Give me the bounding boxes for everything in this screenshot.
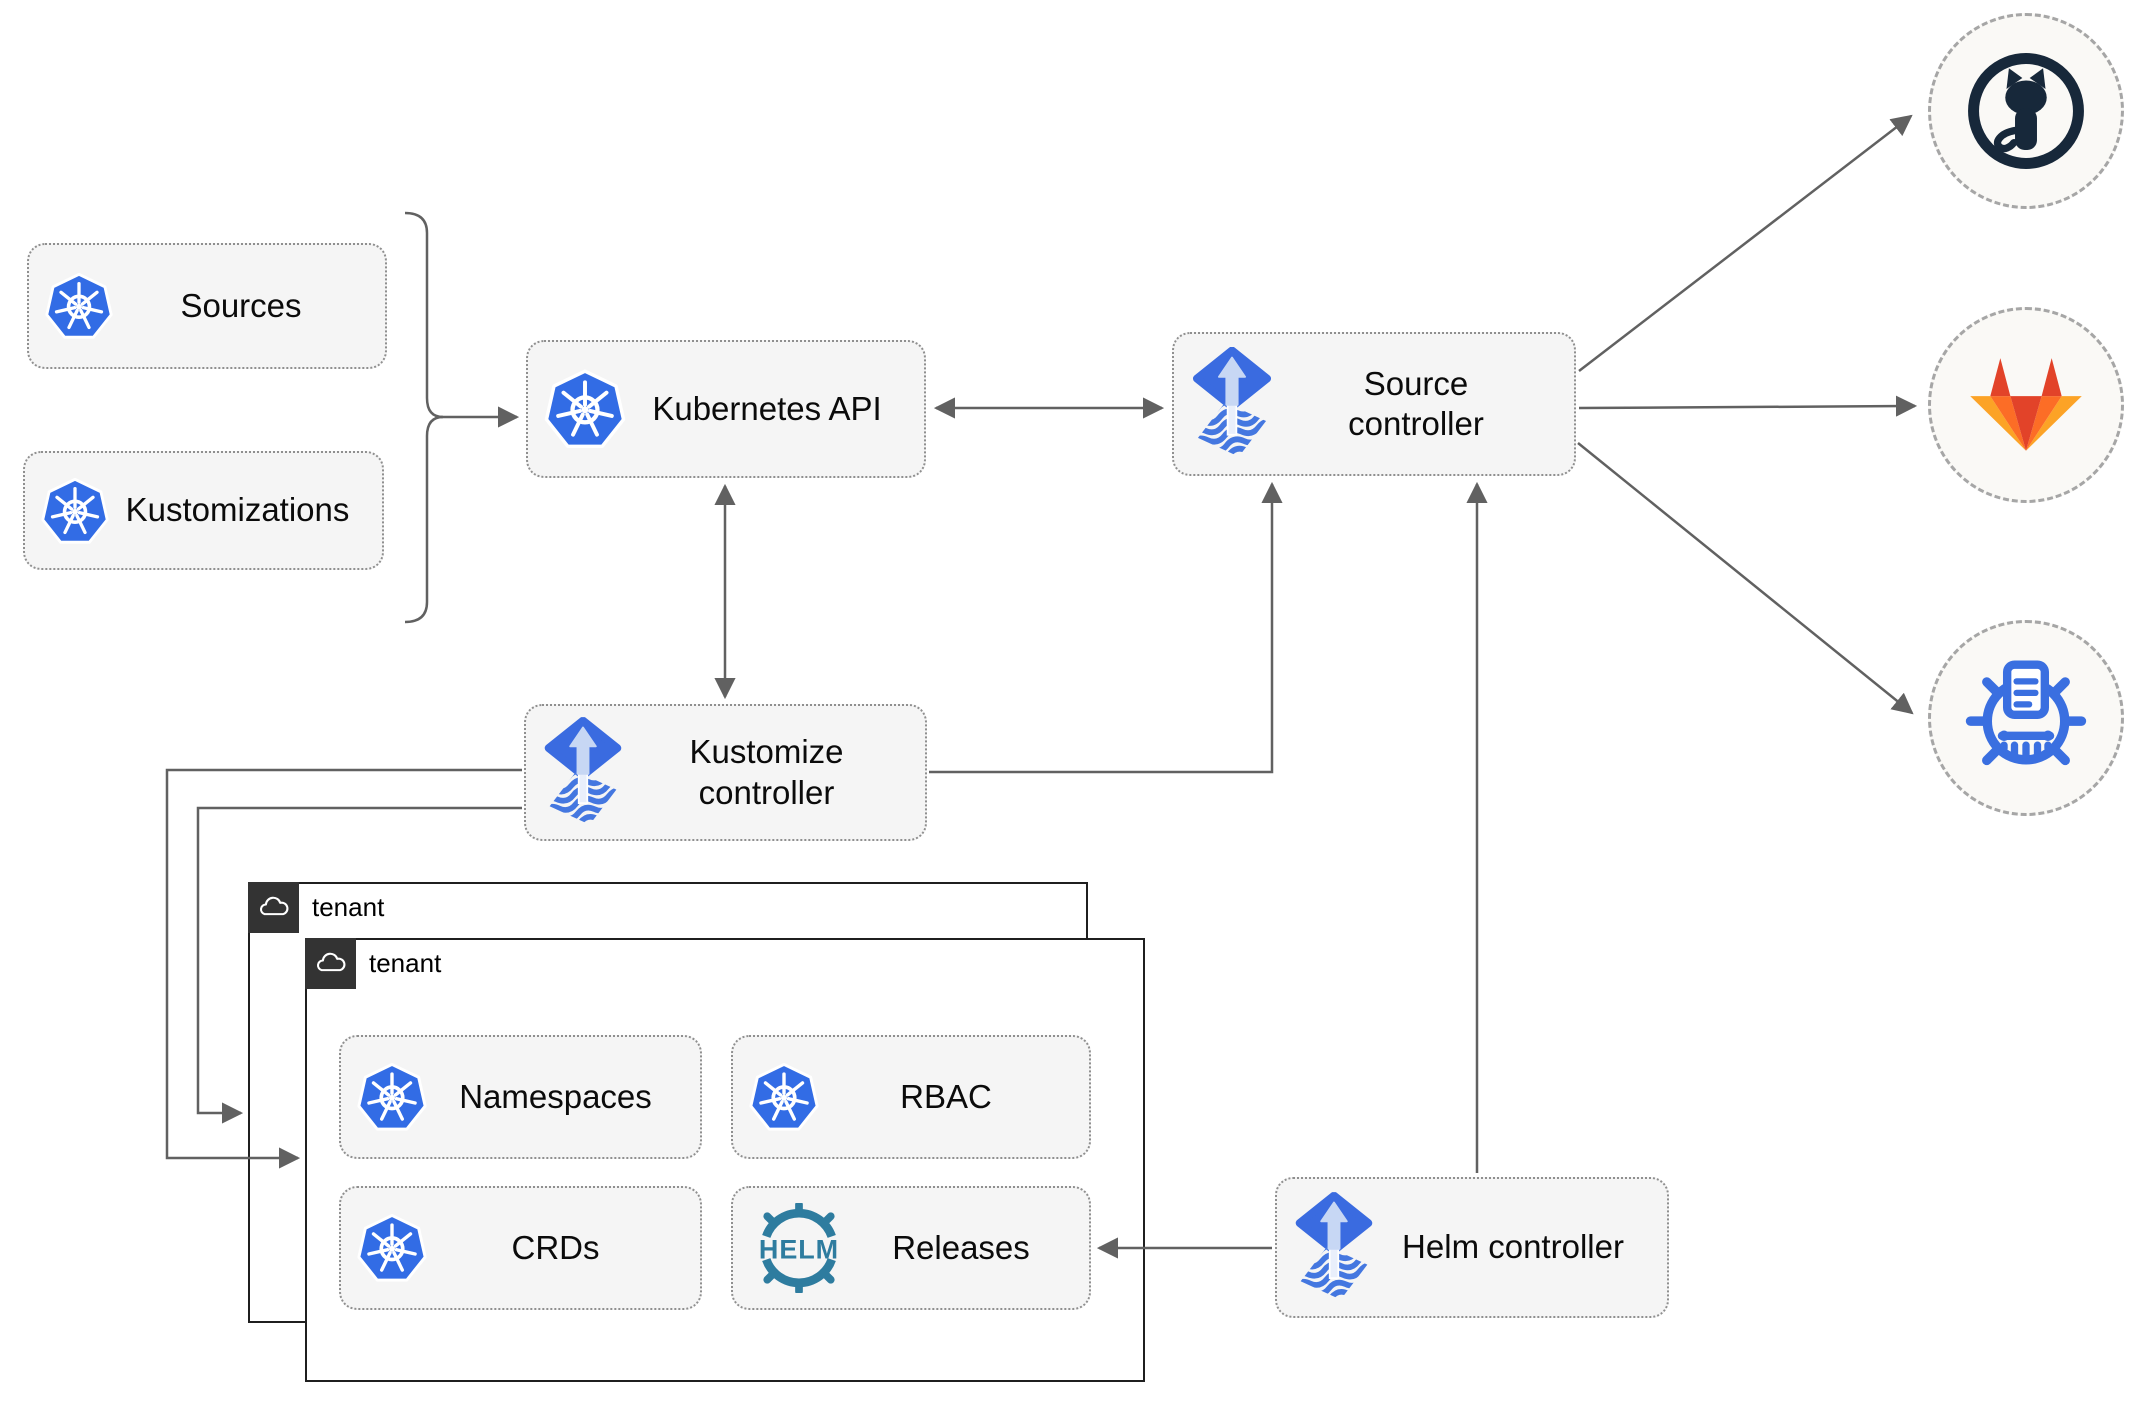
flux-icon [540, 717, 626, 829]
chartmuseum-icon [1958, 650, 2094, 786]
cloud-icon [314, 951, 348, 976]
cloud-icon [257, 895, 291, 920]
flux-icon [1291, 1192, 1377, 1304]
kubernetes-icon [39, 475, 111, 547]
node-rbac-label: RBAC [900, 1077, 992, 1115]
endpoint-github [1928, 13, 2124, 209]
kubernetes-icon [355, 1060, 429, 1134]
edge-source-controller-to-chartmuseum [1577, 442, 1914, 715]
edge-source-controller-to-gitlab [1578, 395, 1918, 417]
flux-icon [1188, 347, 1276, 461]
tenant-back-header [248, 882, 299, 933]
helm-logo-icon: HELM [747, 1203, 851, 1293]
node-sources: Sources [27, 243, 387, 369]
node-helm-controller: Helm controller [1275, 1177, 1669, 1318]
github-icon [1965, 50, 2087, 172]
tenant-back-label: tenant [312, 892, 385, 922]
kubernetes-icon [542, 366, 628, 452]
kubernetes-icon [43, 270, 115, 342]
helm-wordmark: HELM [759, 1235, 839, 1265]
gitlab-icon [1968, 351, 2084, 459]
node-sources-label: Sources [180, 286, 302, 324]
kubernetes-icon [355, 1211, 429, 1285]
node-kustomize-controller: Kustomize controller [524, 704, 927, 841]
node-namespaces: Namespaces [339, 1035, 702, 1159]
node-helm-controller-label: Helm controller [1402, 1228, 1624, 1266]
node-crds: CRDs [339, 1186, 702, 1310]
node-releases: HELM Releases [731, 1186, 1091, 1310]
node-kustomize-controller-label: Kustomize controller [689, 733, 844, 811]
node-kustomizations-label: Kustomizations [125, 491, 350, 529]
endpoint-gitlab [1928, 307, 2124, 503]
node-kustomizations: Kustomizations [23, 451, 384, 570]
edge-source-controller-to-github [1578, 114, 1913, 372]
tenant-front-header [305, 938, 356, 989]
kubernetes-icon [747, 1060, 821, 1134]
node-rbac: RBAC [731, 1035, 1091, 1159]
edge-kustomize-controller-to-source-controller [929, 481, 1283, 774]
tenant-group-front: tenant [305, 938, 1145, 1382]
tenant-front-label: tenant [369, 948, 442, 978]
node-kubernetes-api: Kubernetes API [526, 340, 926, 478]
node-releases-label: Releases [892, 1228, 1030, 1266]
edge-brace-sources-kustomizations [404, 211, 444, 624]
node-crds-label: CRDs [511, 1228, 600, 1266]
node-source-controller: Source controller [1172, 332, 1576, 476]
endpoint-chartmuseum [1928, 620, 2124, 816]
node-kubernetes-api-label: Kubernetes API [652, 389, 882, 427]
node-namespaces-label: Namespaces [459, 1077, 652, 1115]
node-source-controller-label: Source controller [1348, 364, 1484, 442]
